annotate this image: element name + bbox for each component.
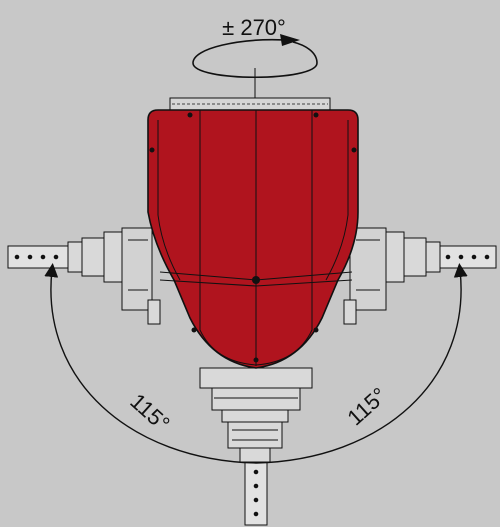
right-axis-module [343, 227, 497, 325]
rotation-arrow-icon [280, 34, 300, 46]
main-body [147, 109, 359, 369]
lower-wrist [199, 367, 313, 463]
left-swing-arc [44, 263, 257, 464]
rotation-indicator [192, 34, 318, 103]
rotation-label: ± 270° [222, 15, 286, 40]
bottom-bracket [244, 461, 268, 526]
top-flange [169, 97, 331, 111]
right-swing-arc [255, 263, 468, 464]
left-axis-module [7, 227, 161, 325]
